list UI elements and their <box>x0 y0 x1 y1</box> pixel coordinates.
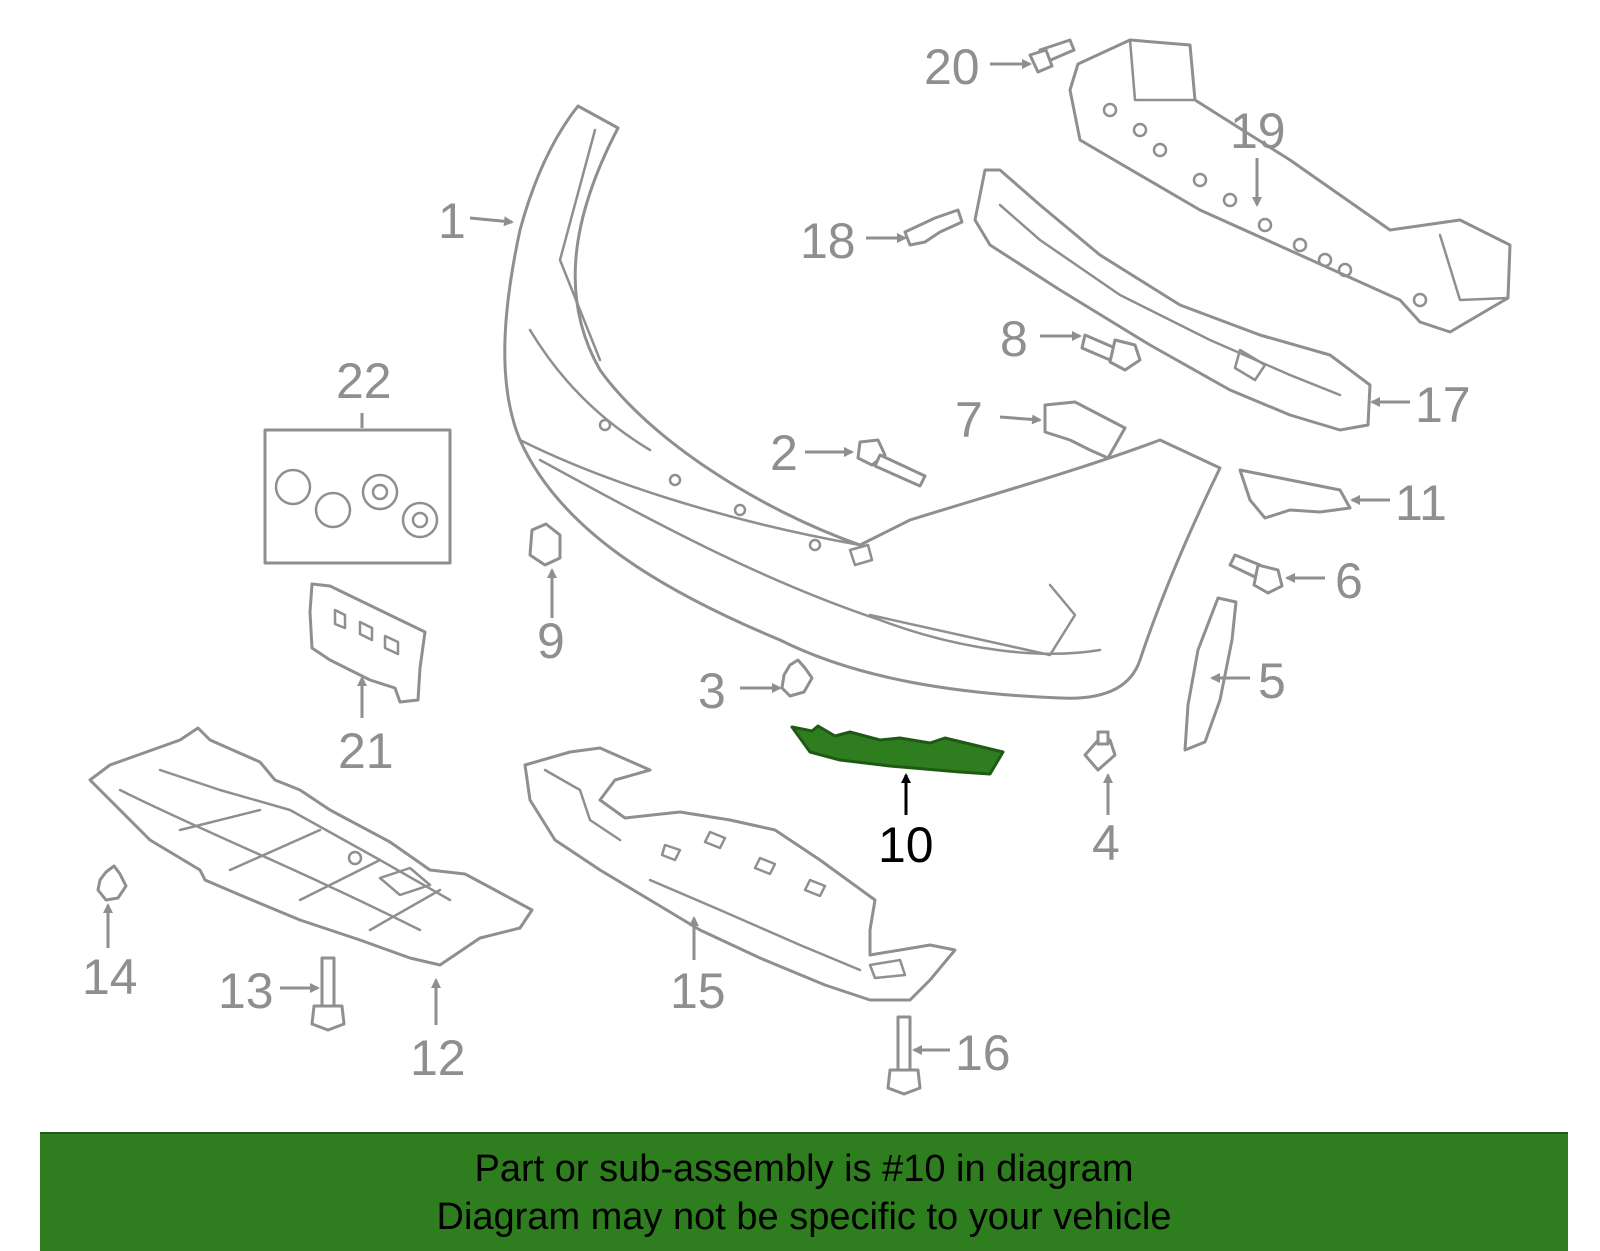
callout-10[interactable]: 10 <box>878 817 934 873</box>
callout-3[interactable]: 3 <box>698 663 726 719</box>
callout-2[interactable]: 2 <box>770 425 798 481</box>
splash-shield-part-12[interactable] <box>88 726 534 967</box>
lower-deflector-part-15[interactable] <box>523 746 957 1002</box>
clip-part-3[interactable] <box>780 658 814 698</box>
bolt-part-2[interactable] <box>856 438 927 488</box>
callout-22[interactable]: 22 <box>336 353 392 409</box>
callout-8[interactable]: 8 <box>1000 311 1028 367</box>
callout-6[interactable]: 6 <box>1335 553 1363 609</box>
bracket-part-7[interactable] <box>1043 400 1127 460</box>
callout-18[interactable]: 18 <box>800 213 856 269</box>
bolt-part-16[interactable] <box>886 1015 922 1096</box>
license-bracket-part-21[interactable] <box>308 582 427 704</box>
callout-12[interactable]: 12 <box>410 1030 466 1086</box>
part-info-banner: Part or sub-assembly is #10 in diagram D… <box>40 1132 1568 1251</box>
nut-part-4[interactable] <box>1083 730 1117 772</box>
callout-16[interactable]: 16 <box>955 1025 1011 1081</box>
bracket-part-11[interactable] <box>1238 468 1352 520</box>
callout-19[interactable]: 19 <box>1230 103 1286 159</box>
clip-part-18[interactable] <box>903 208 964 247</box>
callout-13[interactable]: 13 <box>218 963 274 1019</box>
callout-1[interactable]: 1 <box>438 193 466 249</box>
callout-4[interactable]: 4 <box>1092 815 1120 871</box>
callout-7[interactable]: 7 <box>955 392 983 448</box>
plug-part-9[interactable] <box>528 522 562 567</box>
callout-14[interactable]: 14 <box>82 949 138 1005</box>
callout-15[interactable]: 15 <box>670 963 726 1019</box>
leader-lines <box>103 59 1410 1055</box>
callout-9[interactable]: 9 <box>537 613 565 669</box>
bolt-part-8[interactable] <box>1080 333 1142 372</box>
callout-20[interactable]: 20 <box>924 39 980 95</box>
bumper-reinforcement-part-19[interactable] <box>1068 38 1512 334</box>
callout-11[interactable]: 11 <box>1395 475 1447 531</box>
banner-line-2: Diagram may not be specific to your vehi… <box>436 1195 1172 1238</box>
highlighted-part-10[interactable] <box>790 724 1005 776</box>
clip-kit-part-22[interactable] <box>263 428 452 565</box>
callout-21[interactable]: 21 <box>338 723 394 779</box>
energy-absorber-part-17[interactable] <box>973 168 1372 432</box>
banner-line-1: Part or sub-assembly is #10 in diagram <box>474 1147 1134 1190</box>
callout-17[interactable]: 17 <box>1415 377 1471 433</box>
callout-5[interactable]: 5 <box>1258 653 1286 709</box>
clip-part-14[interactable] <box>96 864 128 902</box>
side-bracket-part-5[interactable] <box>1183 596 1238 752</box>
callout-numbers: 1 2 3 4 5 6 7 8 9 10 11 12 13 14 15 16 1… <box>82 39 1471 1086</box>
bolt-part-13[interactable] <box>310 956 346 1032</box>
bolt-part-6[interactable] <box>1228 553 1284 595</box>
bumper-cover-part-1[interactable] <box>503 104 1222 700</box>
bolt-part-20[interactable] <box>1028 38 1076 74</box>
